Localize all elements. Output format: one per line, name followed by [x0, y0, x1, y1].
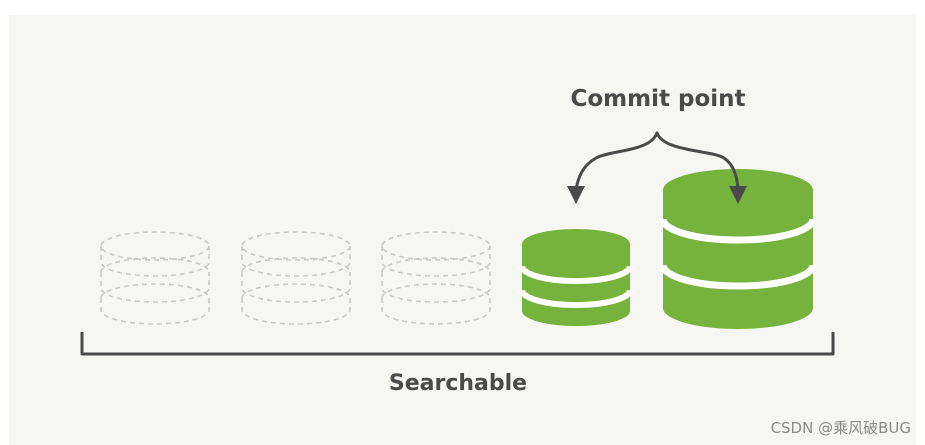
commit-point-arrows [574, 131, 740, 192]
searchable-bracket [80, 332, 835, 356]
segment-uncommitted-2 [241, 231, 351, 325]
searchable-label: Searchable [388, 371, 528, 396]
segment-uncommitted-3 [381, 231, 491, 325]
segment-uncommitted-1 [100, 231, 210, 325]
commit-point-label: Commit point [570, 86, 746, 112]
arrowhead-right-icon [729, 186, 747, 204]
watermark-text: CSDN @乘风破BUG [770, 419, 911, 437]
arrowhead-left-icon [567, 186, 585, 204]
segment-committed-small [519, 229, 633, 326]
